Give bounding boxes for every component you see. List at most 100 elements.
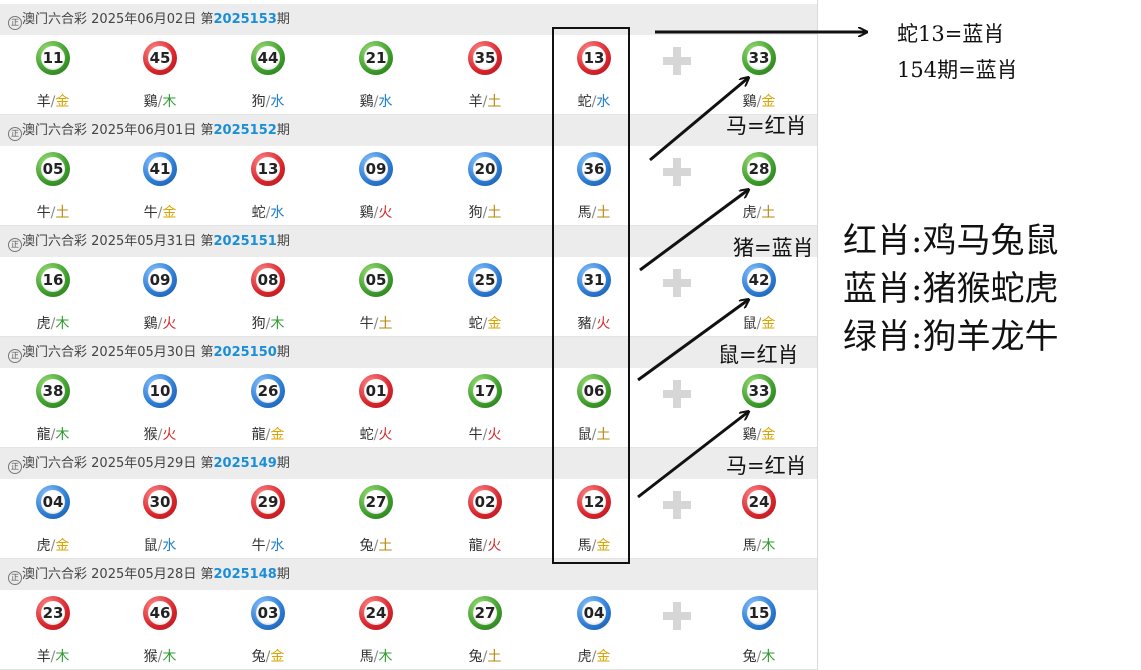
ball-number: 13 — [583, 49, 605, 67]
separator: / — [482, 205, 488, 221]
period-suffix: 期 — [276, 567, 290, 582]
zodiac-text: 龍 — [36, 427, 51, 443]
separator: / — [157, 205, 163, 221]
ball-number: 24 — [365, 604, 387, 622]
element-text: 土 — [55, 205, 70, 221]
number-ball: 05 — [36, 152, 70, 186]
ball-number: 05 — [42, 160, 64, 178]
zodiac-element-strip: 龍/木猴/火龍/金蛇/火牛/火鼠/土鷄/金 — [0, 418, 817, 448]
separator: / — [756, 538, 762, 554]
zodiac-element-label: 牛/水 — [238, 535, 298, 555]
zodiac-element-label: 馬/木 — [346, 646, 406, 666]
ball-number: 45 — [149, 49, 171, 67]
separator: / — [265, 538, 271, 554]
number-ball: 27 — [359, 485, 393, 519]
number-ball: 16 — [36, 263, 70, 297]
period-prefix: 第 — [200, 123, 214, 138]
number-ball: 46 — [143, 596, 177, 630]
draw-header: 正澳门六合彩 2025年05月30日 第2025150期 — [0, 337, 817, 368]
number-ball: 13 — [251, 152, 285, 186]
ball-number: 05 — [365, 271, 387, 289]
number-ball: 27 — [468, 596, 502, 630]
separator: / — [50, 316, 56, 332]
separator: / — [265, 94, 271, 110]
zodiac-element-label: 狗/水 — [238, 91, 298, 111]
element-text: 金 — [487, 316, 502, 332]
ball-number: 28 — [748, 160, 770, 178]
element-text: 金 — [162, 205, 177, 221]
element-text: 土 — [378, 538, 393, 554]
number-ball: 30 — [143, 485, 177, 519]
zodiac-text: 牛 — [36, 205, 51, 221]
zodiac-element-label: 蛇/金 — [455, 313, 515, 333]
ball-number: 33 — [748, 49, 770, 67]
ball-number: 04 — [583, 604, 605, 622]
zodiac-element-label: 虎/金 — [564, 646, 624, 666]
separator: / — [591, 316, 597, 332]
plus-icon — [661, 378, 693, 410]
number-ball: 20 — [468, 152, 502, 186]
draw-header: 正澳门六合彩 2025年05月29日 第2025149期 — [0, 448, 817, 479]
legend-blue-zodiacs: 蓝肖:猪猴蛇虎 — [843, 269, 1059, 309]
zodiac-text: 兔 — [468, 649, 483, 665]
separator: / — [482, 316, 488, 332]
separator: / — [482, 427, 488, 443]
zodiac-text: 鼠 — [143, 538, 158, 554]
ball-number: 21 — [365, 49, 387, 67]
ball-number: 31 — [583, 271, 605, 289]
separator: / — [373, 316, 379, 332]
zodiac-text: 龍 — [468, 538, 483, 554]
element-text: 金 — [596, 538, 611, 554]
number-ball: 13 — [577, 41, 611, 75]
separator: / — [157, 427, 163, 443]
zodiac-text: 豬 — [577, 316, 592, 332]
zodiac-text: 牛 — [468, 427, 483, 443]
period-number: 2025150 — [213, 345, 277, 360]
ball-number: 23 — [42, 604, 64, 622]
official-mark-icon: 正 — [8, 349, 22, 363]
element-text: 金 — [55, 94, 70, 110]
separator: / — [373, 649, 379, 665]
element-text: 木 — [270, 316, 285, 332]
zodiac-text: 蛇 — [359, 427, 374, 443]
lottery-name: 澳门六合彩 — [22, 12, 88, 27]
lottery-name: 澳门六合彩 — [22, 567, 88, 582]
ball-number: 02 — [474, 493, 496, 511]
separator: / — [50, 538, 56, 554]
zodiac-text: 鼠 — [577, 427, 592, 443]
ball-number: 38 — [42, 382, 64, 400]
draw-header: 正澳门六合彩 2025年06月01日 第2025152期 — [0, 115, 817, 146]
note-snake-13-blue: 蛇13=蓝肖 — [897, 22, 1005, 46]
zodiac-text: 兔 — [251, 649, 266, 665]
element-text: 土 — [487, 649, 502, 665]
element-text: 木 — [55, 427, 70, 443]
separator: / — [756, 94, 762, 110]
number-ball: 09 — [143, 263, 177, 297]
separator: / — [157, 316, 163, 332]
separator: / — [265, 649, 271, 665]
ball-number: 01 — [365, 382, 387, 400]
ball-number: 10 — [149, 382, 171, 400]
zodiac-element-strip: 虎/木鷄/火狗/木牛/土蛇/金豬/火鼠/金 — [0, 307, 817, 337]
ball-number: 12 — [583, 493, 605, 511]
separator: / — [591, 94, 597, 110]
zodiac-text: 龍 — [251, 427, 266, 443]
special-number-ball: 42 — [742, 263, 776, 297]
zodiac-text: 兔 — [359, 538, 374, 554]
number-ball: 45 — [143, 41, 177, 75]
zodiac-element-label: 虎/金 — [23, 535, 83, 555]
zodiac-text: 猴 — [143, 427, 158, 443]
number-ball: 31 — [577, 263, 611, 297]
zodiac-text: 狗 — [468, 205, 483, 221]
zodiac-element-label: 兔/土 — [455, 646, 515, 666]
zodiac-element-label: 牛/金 — [130, 202, 190, 222]
zodiac-element-label: 龍/火 — [455, 535, 515, 555]
ball-number: 13 — [257, 160, 279, 178]
ball-number: 09 — [149, 271, 171, 289]
number-ball: 17 — [468, 374, 502, 408]
